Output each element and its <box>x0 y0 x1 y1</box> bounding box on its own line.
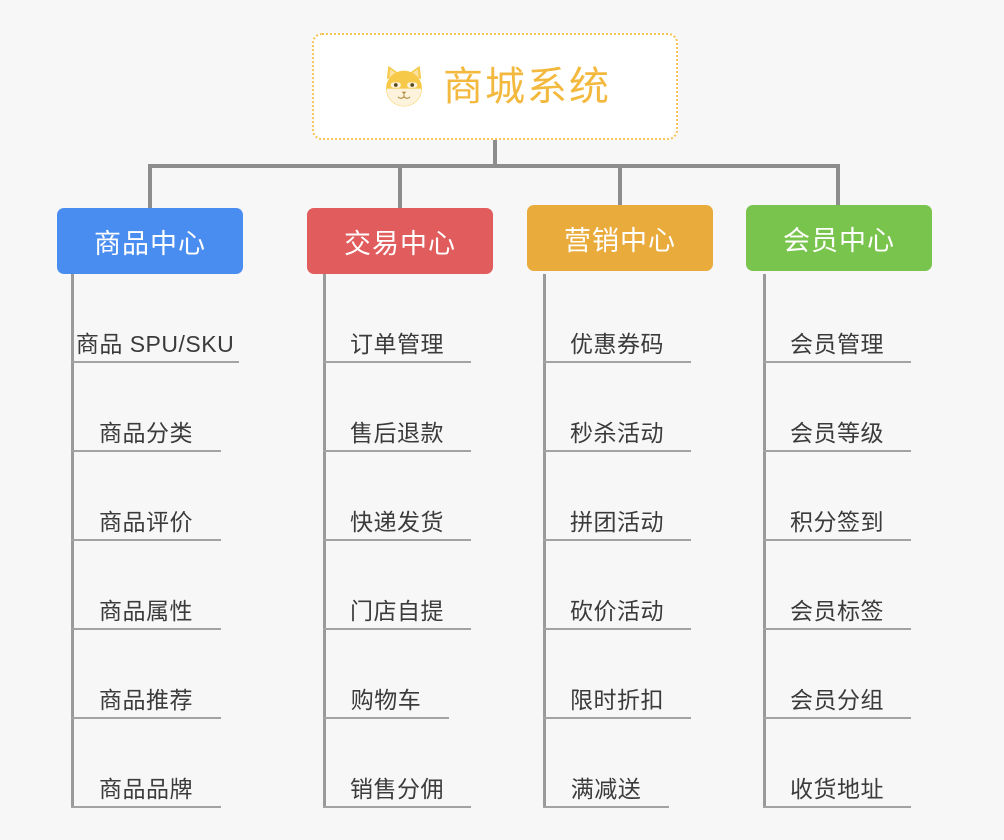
category-header-4[interactable]: 会员中心 <box>746 205 932 271</box>
connector-drop-2 <box>398 164 402 209</box>
leaf-item[interactable]: 会员管理 <box>763 274 911 363</box>
leaf-item[interactable]: 购物车 <box>323 630 449 719</box>
leaf-label: 商品品牌 <box>99 775 193 802</box>
leaf-label: 快递发货 <box>350 508 444 535</box>
leaf-label: 商品分类 <box>99 419 193 446</box>
leaf-label: 收货地址 <box>790 775 884 802</box>
leaf-label: 会员等级 <box>790 419 884 446</box>
leaf-label: 商品推荐 <box>99 686 193 713</box>
connector-drop-3 <box>618 164 622 209</box>
category-header-label: 交易中心 <box>344 228 456 259</box>
leaf-item[interactable]: 满减送 <box>543 719 669 808</box>
branch-spine <box>543 274 546 808</box>
connector-bus <box>150 164 838 168</box>
leaf-label: 订单管理 <box>350 330 444 357</box>
leaf-item[interactable]: 订单管理 <box>323 274 471 363</box>
leaf-item[interactable]: 商品品牌 <box>71 719 221 808</box>
category-header-3[interactable]: 营销中心 <box>527 205 713 271</box>
leaf-item[interactable]: 门店自提 <box>323 541 471 630</box>
leaf-label: 积分签到 <box>790 508 884 535</box>
connector-drop-4 <box>836 164 840 209</box>
leaf-item[interactable]: 销售分佣 <box>323 719 471 808</box>
leaf-item[interactable]: 商品分类 <box>71 363 221 452</box>
leaf-item[interactable]: 售后退款 <box>323 363 471 452</box>
leaf-item[interactable]: 会员标签 <box>763 541 911 630</box>
root-node[interactable]: 商城系统 <box>312 33 678 140</box>
leaf-item[interactable]: 积分签到 <box>763 452 911 541</box>
leaf-label: 商品属性 <box>99 597 193 624</box>
leaf-label: 限时折扣 <box>570 686 664 713</box>
leaf-item[interactable]: 拼团活动 <box>543 452 691 541</box>
leaf-item[interactable]: 秒杀活动 <box>543 363 691 452</box>
leaf-item[interactable]: 快递发货 <box>323 452 471 541</box>
branch-spine <box>763 274 766 808</box>
leaf-label: 秒杀活动 <box>570 419 664 446</box>
leaf-label: 砍价活动 <box>570 597 664 624</box>
category-header-label: 营销中心 <box>564 225 676 256</box>
leaf-label: 会员标签 <box>790 597 884 624</box>
leaf-item[interactable]: 商品 SPU/SKU <box>71 274 239 363</box>
shiba-dog-icon <box>379 62 429 112</box>
leaf-item[interactable]: 会员分组 <box>763 630 911 719</box>
leaf-label: 销售分佣 <box>350 775 444 802</box>
leaf-item[interactable]: 商品评价 <box>71 452 221 541</box>
leaf-label: 售后退款 <box>350 419 444 446</box>
root-title: 商城系统 <box>443 64 611 109</box>
leaf-label: 优惠券码 <box>570 330 664 357</box>
leaf-item[interactable]: 砍价活动 <box>543 541 691 630</box>
category-header-1[interactable]: 商品中心 <box>57 208 243 274</box>
category-header-label: 会员中心 <box>783 225 895 256</box>
leaf-label: 商品 SPU/SKU <box>75 330 235 357</box>
leaf-label: 门店自提 <box>350 597 444 624</box>
leaf-item[interactable]: 收货地址 <box>763 719 911 808</box>
leaf-label: 商品评价 <box>99 508 193 535</box>
leaf-label: 满减送 <box>570 775 642 802</box>
leaf-item[interactable]: 商品推荐 <box>71 630 221 719</box>
leaf-item[interactable]: 优惠券码 <box>543 274 691 363</box>
category-header-2[interactable]: 交易中心 <box>307 208 493 274</box>
connector-drop-1 <box>148 164 152 209</box>
leaf-label: 会员分组 <box>790 686 884 713</box>
branch-spine <box>323 274 326 808</box>
category-header-label: 商品中心 <box>94 228 206 259</box>
leaf-label: 会员管理 <box>790 330 884 357</box>
leaf-item[interactable]: 限时折扣 <box>543 630 691 719</box>
leaf-label: 购物车 <box>350 686 422 713</box>
leaf-label: 拼团活动 <box>570 508 664 535</box>
leaf-item[interactable]: 会员等级 <box>763 363 911 452</box>
branch-spine <box>71 274 74 808</box>
leaf-item[interactable]: 商品属性 <box>71 541 221 630</box>
connector-root-stem <box>493 140 497 168</box>
